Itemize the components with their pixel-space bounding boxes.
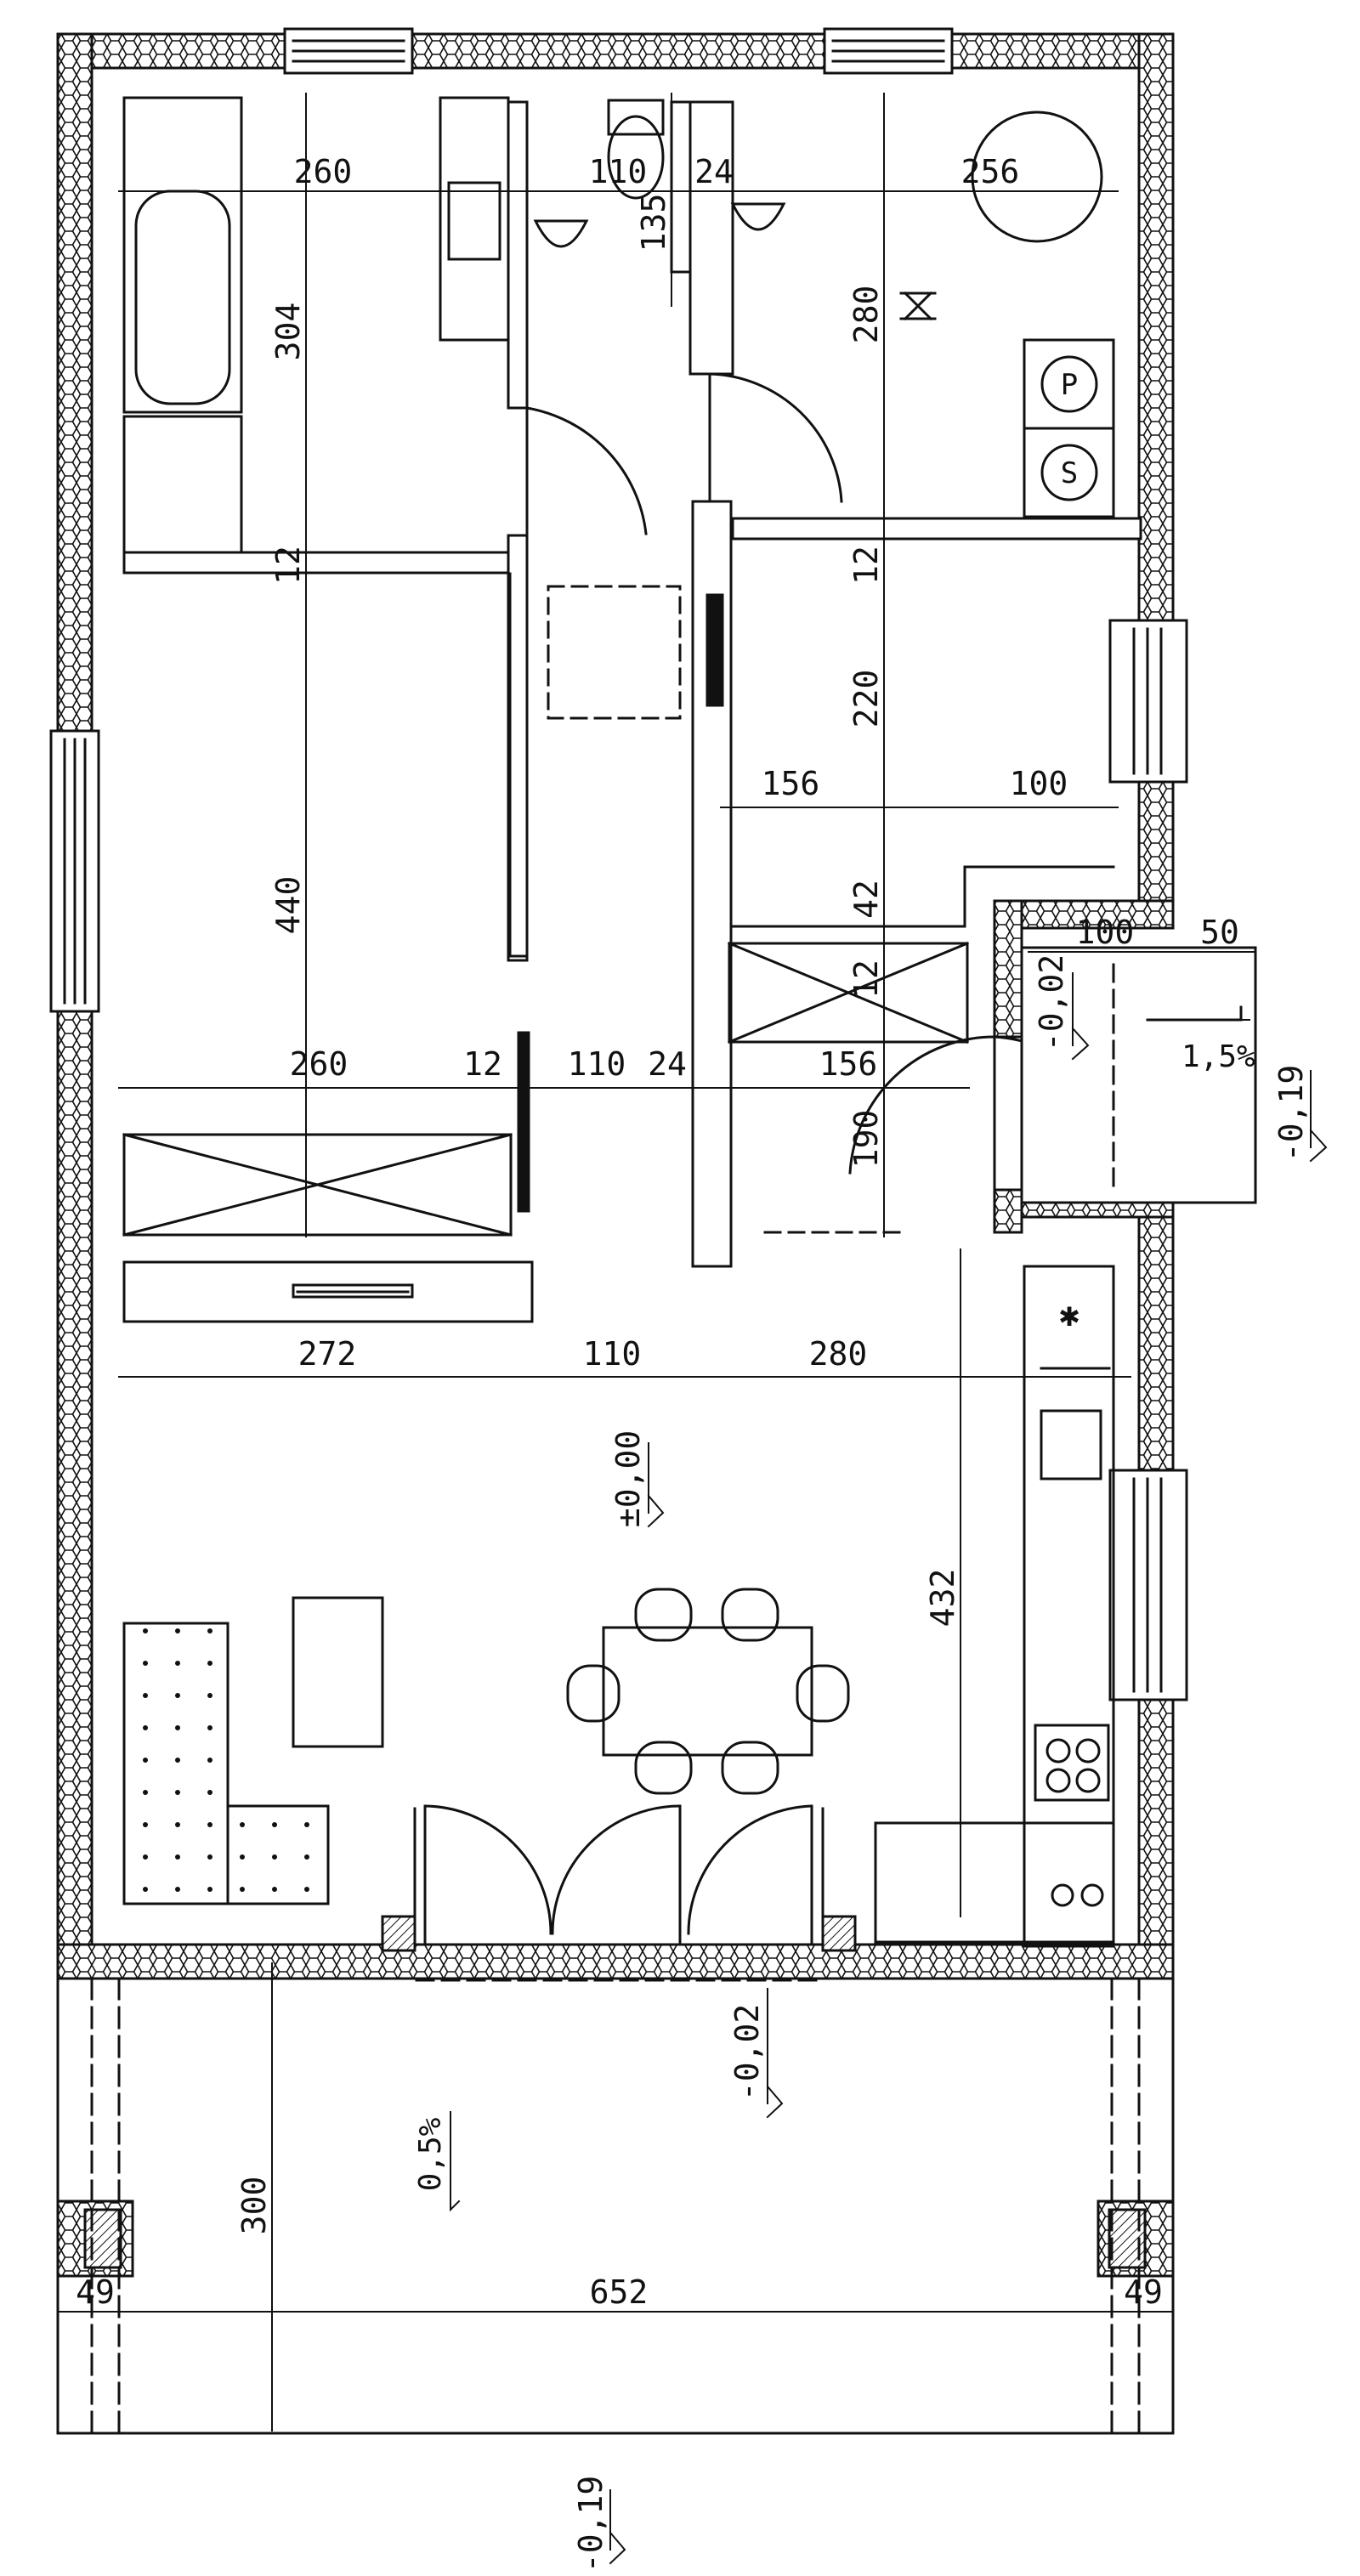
wall-top — [56, 32, 1175, 70]
dim-utility-width: 256 — [961, 153, 1020, 190]
dim-terrace-width: 652 — [590, 2273, 649, 2311]
dryer-label: P — [1061, 368, 1078, 402]
washer-label: S — [1061, 456, 1078, 490]
dim-living-280: 280 — [809, 1335, 868, 1373]
dim-wc-depth: 135 — [635, 194, 672, 252]
dim-living-272: 272 — [298, 1335, 357, 1373]
dim-room-100: 100 — [1010, 765, 1068, 802]
bedroom-wardrobe — [122, 572, 530, 1237]
window-top-right — [823, 27, 954, 75]
dim-gap-12: 12 — [847, 960, 885, 999]
slope-labels: 1,5% 0,5% — [413, 1039, 1255, 2191]
porch-wall-side — [993, 899, 1023, 1039]
dim-bath-width: 260 — [294, 153, 353, 190]
slope-terrace: 0,5% — [413, 2117, 448, 2191]
dim-bath-depth: 304 — [269, 303, 307, 361]
dim-utility-depth: 280 — [847, 286, 885, 344]
dimension-labels: 260 110 24 256 304 135 280 12 440 12 220… — [76, 153, 1239, 2311]
dim-room-depth: 220 — [847, 670, 885, 728]
level-markers — [450, 972, 1328, 2565]
slope-porch: 1,5% — [1182, 1039, 1255, 1074]
dimension-lines — [57, 93, 1255, 2432]
dining-table — [602, 1626, 813, 1757]
dim-room-156-b: 156 — [819, 1045, 878, 1083]
dim-wall-12-bath: 12 — [269, 546, 307, 585]
window-top-left — [283, 27, 414, 75]
appliance-labels: P S ✱ — [1059, 368, 1080, 1334]
level-floor: ±0,00 — [609, 1430, 647, 1527]
level-terrace-outer: -0,19 — [572, 2476, 609, 2573]
wall-bottom — [56, 1943, 1175, 1980]
dim-column-left: 49 — [76, 2273, 115, 2311]
window-left-bedroom — [49, 729, 100, 1013]
dim-wall-12-mid: 12 — [463, 1045, 502, 1083]
dim-porch-100: 100 — [1076, 914, 1135, 951]
porch-wall-top — [993, 899, 1175, 930]
dim-column-right: 49 — [1124, 2273, 1163, 2311]
dim-room-156: 156 — [762, 765, 820, 802]
window-right-room — [1108, 619, 1188, 784]
level-labels: ±0,00 -0,02 -0,19 -0,02 -0,19 — [572, 954, 1310, 2573]
dim-wall-12-utility: 12 — [847, 546, 885, 585]
kitchen-counter — [874, 1265, 1115, 1948]
dim-partition-mid: 24 — [648, 1045, 687, 1083]
dim-gap-42: 42 — [847, 880, 885, 919]
window-right-kitchen — [1108, 1469, 1188, 1701]
dim-partition-top: 24 — [694, 153, 734, 190]
dim-bedroom-depth: 440 — [269, 876, 307, 935]
level-porch: -0,02 — [1033, 954, 1070, 1051]
terrace — [56, 1977, 1175, 2435]
dim-closet-190: 190 — [847, 1110, 885, 1169]
dim-hall-width: 110 — [568, 1045, 626, 1083]
level-terrace: -0,02 — [728, 2004, 766, 2101]
coffee-table — [292, 1596, 384, 1748]
sliding-door-hall[interactable] — [706, 593, 724, 707]
dim-porch-50: 50 — [1200, 914, 1239, 951]
level-porch-outer: -0,19 — [1272, 1065, 1310, 1162]
porch — [763, 946, 1257, 1234]
dim-living-110: 110 — [583, 1335, 642, 1373]
dim-bedroom-width: 260 — [290, 1045, 348, 1083]
dim-wc-width: 110 — [589, 153, 648, 190]
living-furniture — [122, 1588, 850, 1905]
hood-icon: ✱ — [1059, 1295, 1080, 1334]
doors[interactable] — [413, 372, 1132, 1944]
interior-partitions — [122, 96, 1142, 1323]
dim-living-depth: 432 — [924, 1569, 961, 1628]
attic-hatch — [547, 585, 682, 720]
dim-terrace-depth: 300 — [235, 2177, 273, 2235]
